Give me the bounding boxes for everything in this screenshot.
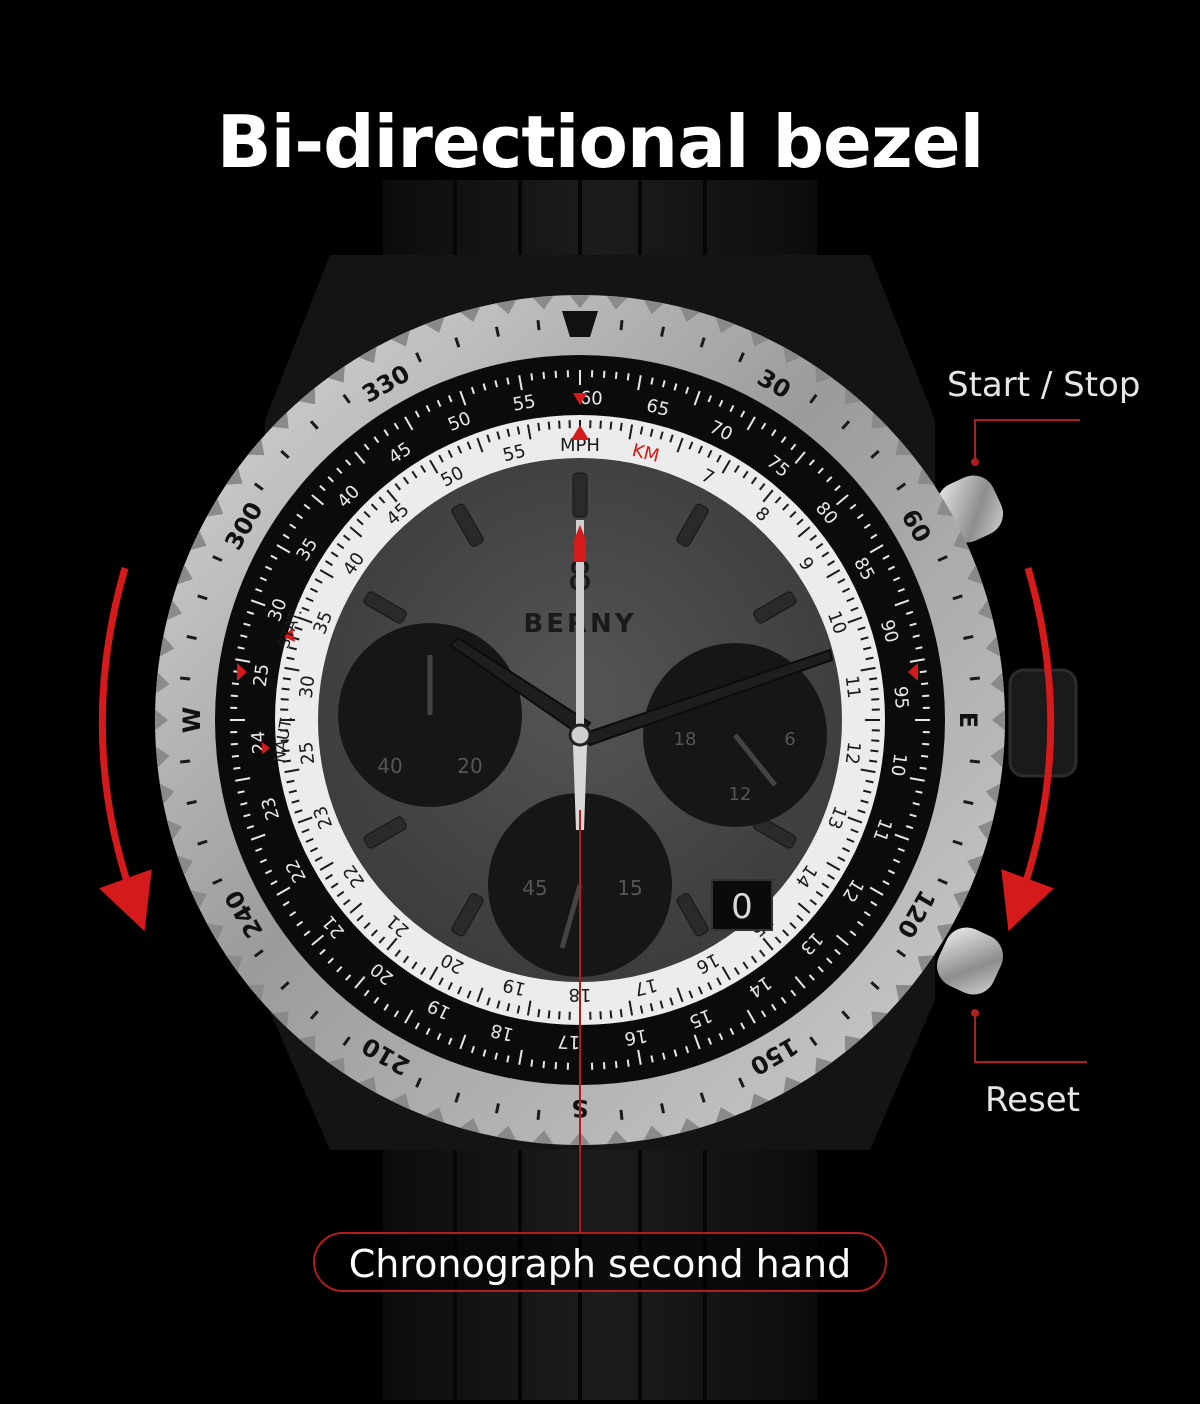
bezel-tick <box>970 761 980 762</box>
reset-callout-line <box>972 1010 1087 1062</box>
outer-rule-tick <box>543 372 544 379</box>
inner-rule-tick <box>549 422 550 430</box>
outer-rule-tick <box>232 756 239 757</box>
outer-rule-tick <box>232 683 239 684</box>
outer-rule-tick <box>651 1056 652 1063</box>
bezel-tick <box>662 1103 664 1113</box>
bezel-tick <box>538 1110 539 1120</box>
outer-rule-label: 55 <box>511 391 537 416</box>
inner-rule-tick <box>871 699 879 700</box>
outer-rule-tick <box>531 1060 532 1067</box>
inner-rule-tick <box>600 1011 601 1019</box>
outer-rule-label: 95 <box>889 685 912 709</box>
bezel-tick <box>662 327 664 337</box>
inner-rule-tick <box>538 1009 539 1017</box>
date-value: 0 <box>731 887 753 927</box>
outer-rule-label: 16 <box>623 1024 649 1049</box>
outer-rule-tick <box>651 378 652 385</box>
bezel-label: E <box>954 712 982 728</box>
outer-rule-tick <box>916 647 923 648</box>
outer-rule-tick <box>920 671 927 672</box>
bezel-tick <box>496 1103 498 1113</box>
outer-rule-label: 24 <box>248 730 271 754</box>
inner-rule-tick <box>559 421 560 429</box>
bezel-tick <box>621 320 622 330</box>
chronograph-second-hand-label: Chronograph second hand <box>313 1232 887 1292</box>
outer-rule-tick <box>543 1061 544 1068</box>
outer-rule-tick <box>616 372 617 379</box>
start-stop-label: Start / Stop <box>947 365 1140 405</box>
inner-rule-tick <box>870 751 878 752</box>
outer-rule-tick <box>507 1056 508 1063</box>
outer-rule-label: 25 <box>250 662 274 688</box>
inner-rule-tick <box>282 689 290 690</box>
inner-rule-label: 30 <box>296 674 320 699</box>
outer-rule-tick <box>238 647 245 648</box>
outer-rule-label: 17 <box>557 1030 581 1052</box>
outer-rule-tick <box>628 1060 629 1067</box>
subdial-right-12: 12 <box>729 784 752 805</box>
hour-marker <box>573 473 587 517</box>
subdial-right-6: 6 <box>784 729 795 750</box>
reset-label: Reset <box>985 1080 1080 1120</box>
rotation-arrow-left-icon <box>102 568 135 905</box>
bezel-tick <box>963 802 973 804</box>
subdial-bottom-15: 15 <box>617 876 642 900</box>
inner-rule-tick <box>600 421 601 429</box>
inner-rule-tick <box>871 740 879 741</box>
inner-rule-tick <box>611 1010 612 1018</box>
bezel-tick <box>180 761 190 762</box>
outer-rule-tick <box>238 791 245 792</box>
inner-rule-tick <box>611 422 612 430</box>
bezel-tick <box>496 327 498 337</box>
subdial-left-40: 40 <box>377 754 402 778</box>
bezel-tick <box>538 320 539 330</box>
outer-rule-tick <box>916 791 923 792</box>
bezel-tick <box>963 636 973 638</box>
outer-rule-tick <box>507 378 508 385</box>
inner-rule-tick <box>869 678 877 679</box>
inner-rule-tick <box>870 689 878 690</box>
bezel-tick <box>970 678 980 679</box>
subdial-bottom-45: 45 <box>522 876 547 900</box>
outer-rule-tick <box>616 1061 617 1068</box>
inner-rule-tick <box>538 423 539 431</box>
inner-rule-tick <box>621 423 622 431</box>
subdial-left: 40 20 <box>338 623 522 807</box>
outer-rule-tick <box>233 768 240 769</box>
inner-rule-label: 25 <box>296 740 320 765</box>
inner-rule-tick <box>559 1011 560 1019</box>
inner-rule-tick <box>281 699 289 700</box>
bezel-tick <box>187 636 197 638</box>
outer-rule-tick <box>921 683 928 684</box>
bezel-label: W <box>178 707 206 733</box>
outer-rule-label: 10 <box>886 752 910 778</box>
page-title: Bi-directional bezel <box>0 100 1200 184</box>
start-stop-callout-line <box>972 420 1080 465</box>
inner-rule-tick <box>621 1009 622 1017</box>
outer-rule-tick <box>628 373 629 380</box>
outer-rule-tick <box>921 756 928 757</box>
crown <box>1010 670 1076 776</box>
bezel-tick <box>180 678 190 679</box>
inner-rule-tick <box>283 678 291 679</box>
inner-rule-label: 11 <box>841 674 865 699</box>
inner-rule-tick <box>549 1010 550 1018</box>
inner-rule-label: 12 <box>841 740 865 765</box>
inner-rule-tick <box>869 761 877 762</box>
subdial-left-20: 20 <box>457 754 482 778</box>
subdial-right-18: 18 <box>674 729 697 750</box>
bezel-tick <box>621 1110 622 1120</box>
outer-rule-tick <box>531 373 532 380</box>
bezel-tick <box>187 802 197 804</box>
outer-rule-tick <box>920 768 927 769</box>
